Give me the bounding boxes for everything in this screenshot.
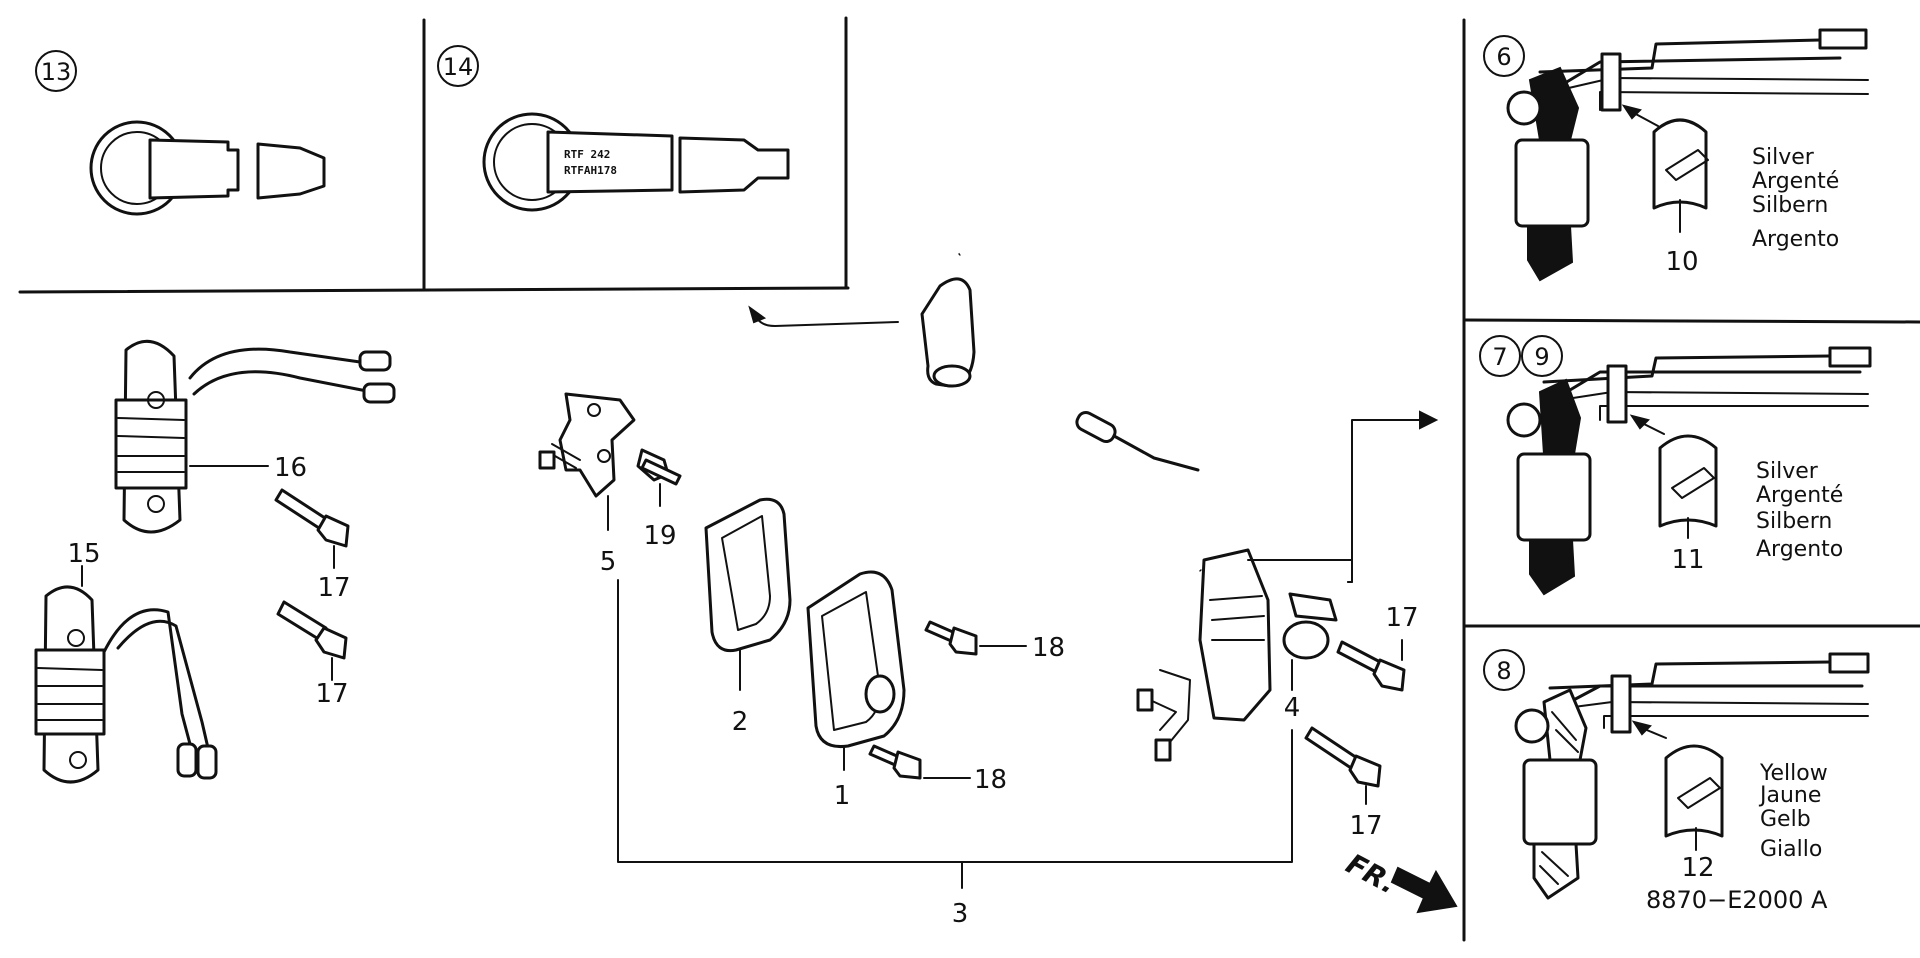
svg-text:11: 11 [1671, 545, 1704, 575]
svg-text:4: 4 [1284, 693, 1301, 723]
bolt-17-right-upper: 17 [1336, 603, 1419, 692]
svg-text:Silver: Silver [1752, 145, 1815, 170]
part-1-cover: 1 [806, 570, 906, 811]
svg-text:RTFAH178: RTFAH178 [564, 164, 617, 177]
svg-text:17: 17 [1349, 811, 1382, 841]
svg-text:1: 1 [834, 781, 851, 811]
callout-14: 14 [437, 45, 479, 87]
svg-text:8870−E2000 A: 8870−E2000 A [1646, 886, 1828, 914]
svg-text:Silbern: Silbern [1752, 193, 1828, 218]
svg-text:15: 15 [67, 539, 100, 569]
part-2-gasket: 2 [704, 497, 792, 737]
arrow-to-inset [748, 305, 899, 327]
svg-text:10: 10 [1665, 247, 1698, 277]
svg-text:3: 3 [952, 899, 969, 929]
panel-7-9: 7 9 11 Silver Argenté Silbern Argento [1479, 335, 1872, 596]
svg-text:7: 7 [1492, 343, 1507, 371]
svg-text:18: 18 [1032, 633, 1065, 663]
svg-text:17: 17 [317, 573, 350, 603]
plug-cap-14: RTF 242 RTFAH178 [482, 112, 790, 212]
svg-text:17: 17 [315, 679, 348, 709]
part-16-exciter-coil: 16 [114, 339, 396, 534]
inset-frame-top-left [18, 16, 850, 294]
callout-13: 13 [35, 50, 77, 92]
inset-frame-right [1462, 18, 1920, 942]
svg-text:14: 14 [443, 53, 474, 81]
svg-text:Silver: Silver [1756, 459, 1819, 484]
svg-text:Argento: Argento [1756, 537, 1843, 562]
svg-text:17: 17 [1385, 603, 1418, 633]
part-15-exciter-coil: 15 [34, 539, 218, 784]
svg-text:Argenté: Argenté [1752, 169, 1839, 194]
svg-text:Silbern: Silbern [1756, 509, 1832, 534]
part-18-screw-lower: 18 [868, 744, 1007, 795]
svg-text:Argento: Argento [1752, 227, 1839, 252]
svg-text:19: 19 [643, 521, 676, 551]
svg-text:5: 5 [600, 547, 617, 577]
svg-text:RTF 242: RTF 242 [564, 148, 610, 161]
svg-text:18: 18 [974, 765, 1007, 795]
front-direction-arrow: FR. [1341, 847, 1458, 914]
svg-text:Gelb: Gelb [1760, 807, 1811, 832]
svg-text:Jaune: Jaune [1758, 783, 1821, 808]
bolt-17-upper-left: 17 [274, 488, 351, 603]
part-18-screw-upper: 18 [924, 620, 1065, 663]
bolt-17-right-lower: 17 [1304, 726, 1383, 841]
plug-cap-13 [89, 120, 326, 216]
svg-text:FR.: FR. [1341, 847, 1402, 900]
svg-text:9: 9 [1534, 343, 1549, 371]
svg-text:12: 12 [1681, 853, 1714, 883]
panel-6: 6 10 Silver Argenté Silbern Argento [1483, 28, 1869, 282]
svg-text:13: 13 [41, 58, 72, 86]
part-19-screw: 19 [636, 448, 682, 551]
svg-text:8: 8 [1496, 657, 1511, 685]
svg-text:Argenté: Argenté [1756, 483, 1843, 508]
panel-8: 8 12 Yellow Jaune Gelb Giallo 8870−E2000… [1483, 649, 1870, 914]
svg-text:Giallo: Giallo [1760, 837, 1822, 862]
svg-text:16: 16 [274, 453, 307, 483]
svg-text:Yellow: Yellow [1759, 761, 1828, 786]
svg-text:2: 2 [732, 707, 749, 737]
part-5-stop-switch: 5 [538, 392, 636, 577]
assembly-bracket-3: 3 [617, 579, 1293, 929]
leader-to-right-inset [1247, 410, 1439, 583]
bolt-17-lower-left: 17 [276, 600, 349, 709]
svg-text:6: 6 [1496, 43, 1511, 71]
ignition-coil-main: 4 [920, 218, 1338, 762]
